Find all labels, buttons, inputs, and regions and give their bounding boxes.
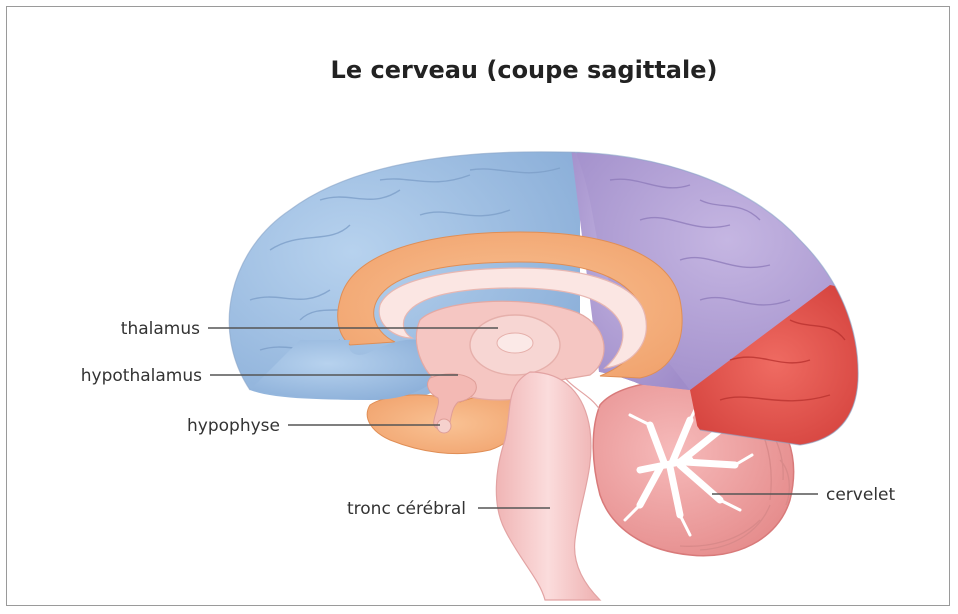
- label-thalamus: thalamus: [121, 319, 200, 339]
- hypophyse-structure: [437, 419, 451, 433]
- brainstem: [496, 372, 600, 600]
- label-cervelet: cervelet: [826, 485, 895, 505]
- label-hypothalamus: hypothalamus: [81, 366, 202, 386]
- label-tronc-cerebral: tronc cérébral: [347, 499, 466, 519]
- label-hypophyse: hypophyse: [187, 416, 280, 436]
